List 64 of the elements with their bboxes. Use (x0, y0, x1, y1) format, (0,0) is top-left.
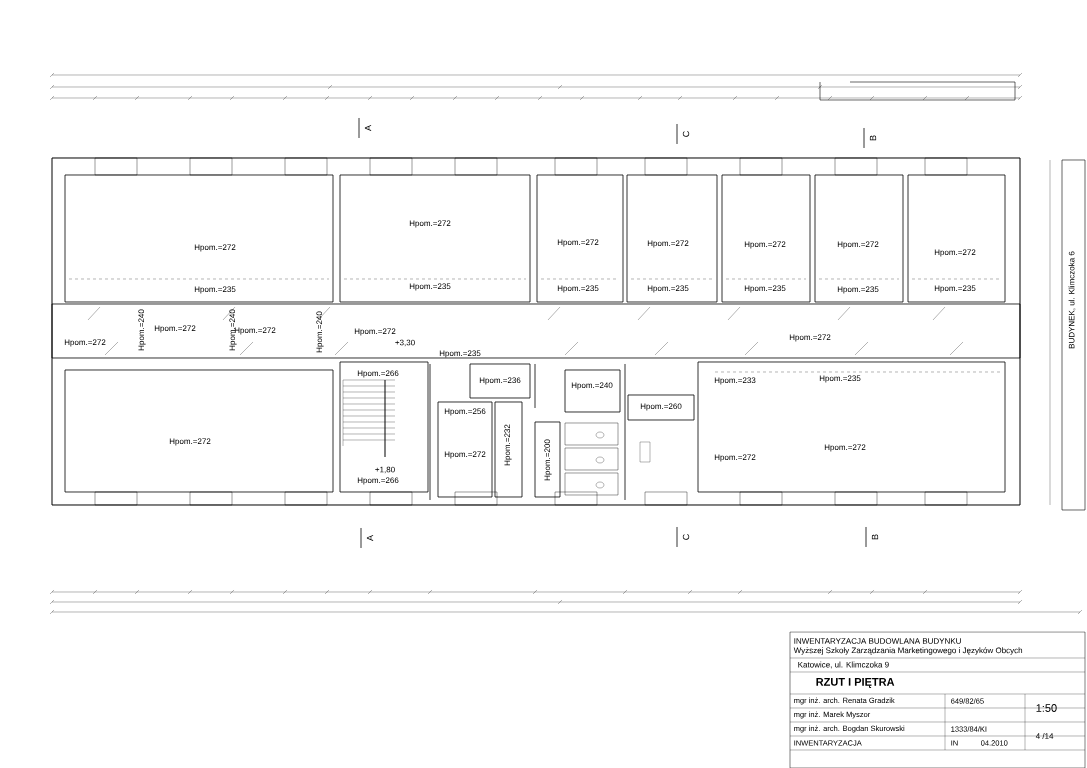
height-label: Hpom.=272 (789, 334, 831, 342)
room (64, 369, 334, 493)
height-label: Hpom.=266 (357, 477, 399, 485)
room (469, 363, 531, 399)
height-label: Hpom.=235 (819, 375, 861, 383)
height-label: Hpom.=236 (479, 377, 521, 385)
title-block-text: RZUT I PIĘTRA (816, 678, 895, 688)
room (626, 174, 718, 303)
room (494, 401, 523, 498)
height-label: Hpom.=260 (640, 403, 682, 411)
height-label: Hpom.=232 (504, 424, 512, 466)
height-label: Hpom.=235 (194, 286, 236, 294)
height-label: Hpom.=272 (354, 328, 396, 336)
height-label: Hpom.=240 (316, 311, 324, 353)
title-block (789, 631, 1086, 768)
height-label: +3,30 (395, 339, 415, 347)
height-label: Hpom.=240 (571, 382, 613, 390)
height-label: Hpom.=272 (934, 249, 976, 257)
title-block-text: Katowice, ul. Klimczoka 9 (798, 661, 889, 669)
room (51, 303, 1021, 359)
height-label: Hpom.=240 (138, 309, 146, 351)
height-label: Hpom.=272 (409, 220, 451, 228)
title-block-text: INWENTARYZACJA BUDOWLANA BUDYNKU (794, 638, 961, 644)
height-label: Hpom.=272 (169, 438, 211, 446)
room (437, 401, 493, 498)
room (536, 174, 624, 303)
room (339, 361, 429, 493)
height-label: Hpom.=266 (357, 370, 399, 378)
height-label: Hpom.=272 (557, 239, 599, 247)
height-label: Hpom.=235 (409, 283, 451, 291)
height-label: Hpom.=200 (544, 439, 552, 481)
title-block-text: Wyższej Szkoły Zarządzania Marketingowego i Języków Obcych (793, 647, 1023, 655)
room (907, 174, 1006, 303)
height-label: Hpom.=272 (837, 241, 879, 249)
height-label: Hpom.=272 (744, 241, 786, 249)
height-label: Hpom.=235 (837, 286, 879, 294)
room (721, 174, 811, 303)
height-label: Hpom.=272 (154, 325, 196, 333)
height-label: Hpom.=235 (934, 285, 976, 293)
height-label: +1,80 (375, 466, 395, 474)
room (814, 174, 904, 303)
height-label: Hpom.=272 (64, 339, 106, 347)
street-label: BUDYNEK, ul. Klimczoka 6 (1068, 251, 1076, 349)
title-block-text: 4 /14 (1035, 733, 1054, 739)
height-label: Hpom.=272 (234, 327, 276, 335)
height-label: Hpom.=235 (744, 285, 786, 293)
room (339, 174, 531, 303)
height-label: Hpom.=272 (647, 240, 689, 248)
height-label: Hpom.=272 (824, 444, 866, 452)
room (534, 421, 561, 498)
height-label: Hpom.=256 (444, 408, 486, 416)
height-label: Hpom.=235 (647, 285, 689, 293)
room (564, 369, 621, 413)
height-label: Hpom.=272 (714, 454, 756, 462)
height-label: Hpom.=272 (444, 451, 486, 459)
height-label: Hpom.=240 (229, 309, 237, 351)
height-label: Hpom.=233 (714, 377, 756, 385)
room (627, 394, 695, 421)
height-label: Hpom.=235 (557, 285, 599, 293)
room (697, 361, 1006, 493)
scale-label: 1:50 (1036, 704, 1057, 712)
height-label: Hpom.=272 (194, 244, 236, 252)
room (64, 174, 334, 303)
height-label: Hpom.=235 (439, 350, 481, 358)
